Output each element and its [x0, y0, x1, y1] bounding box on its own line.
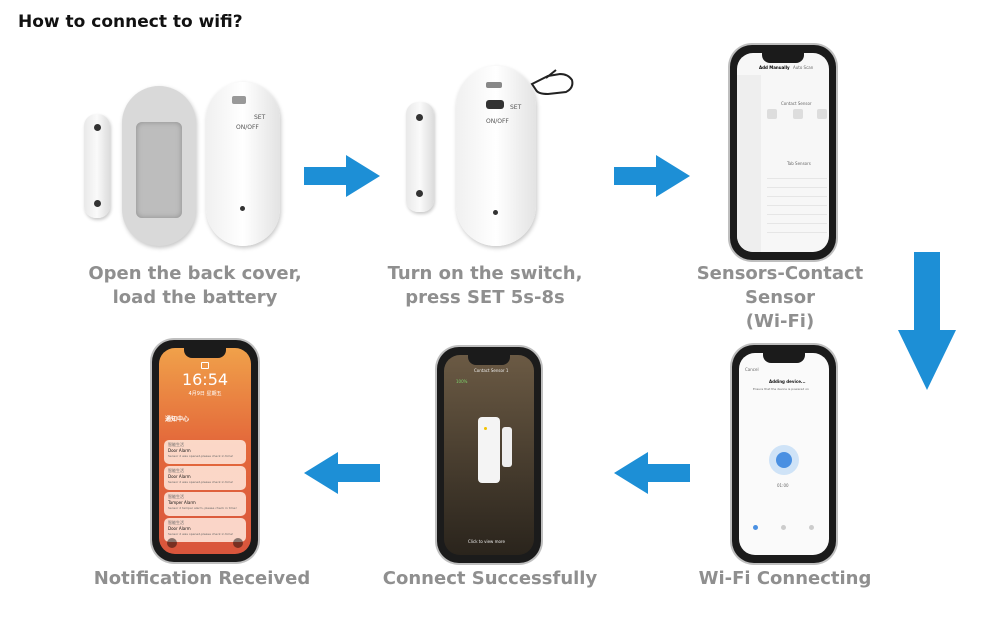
arrow-left-icon	[304, 452, 380, 494]
step-4-caption: Wi-Fi Connecting	[698, 568, 872, 589]
arrow-right-icon	[614, 155, 690, 197]
notification-card[interactable]: 智能生活 Door Alarm Sensor 2 was opened,plea…	[164, 518, 246, 542]
notification-card[interactable]: 智能生活 Door Alarm Sensor 2 was opened,plea…	[164, 440, 246, 464]
battery-compartment	[136, 122, 182, 218]
notification-card[interactable]: 智能生活 Door Alarm Sensor 2 was opened,plea…	[164, 466, 246, 490]
step-3-caption: Sensors-Contact Sensor (Wi-Fi)	[696, 263, 864, 332]
camera-icon[interactable]	[233, 538, 243, 548]
hand-press-icon	[530, 69, 574, 96]
step-6-caption: Notification Received	[93, 568, 311, 589]
arrow-right-icon	[304, 155, 380, 197]
step-2-illustration: SET ON/OFF	[400, 62, 580, 252]
door-sensor-image	[478, 417, 500, 483]
power-switch	[486, 100, 504, 109]
magnet-bar	[84, 114, 110, 218]
phone-add-device: Add Manually Auto Scan Contact Sensor Ta…	[730, 45, 836, 260]
step-5-caption: Connect Successfully	[382, 568, 598, 589]
lock-icon	[201, 362, 209, 369]
phone-wifi-connecting: Cancel Adding device... Ensure that the …	[732, 345, 836, 563]
back-cover: SET ON/OFF	[206, 82, 280, 246]
notification-card[interactable]: 智能生活 Tamper Alarm Sensor 2 tamper alarm,…	[164, 492, 246, 516]
sensor-body-switch: SET ON/OFF	[456, 66, 536, 246]
category-sidebar	[737, 75, 761, 252]
step-1-illustration: SET ON/OFF	[80, 80, 290, 250]
lock-date: 4月9日 星期五	[188, 391, 222, 397]
sensor-body-open	[122, 86, 196, 246]
magnet-bar	[406, 102, 434, 212]
flashlight-icon[interactable]	[167, 538, 177, 548]
view-more-link[interactable]: Click to view more	[468, 539, 505, 544]
lock-time: 16:54	[181, 370, 229, 389]
onoff-label: ON/OFF	[236, 124, 259, 131]
step-2-caption: Turn on the switch, press SET 5s-8s	[387, 263, 583, 308]
step-1-caption: Open the back cover, load the battery	[88, 263, 302, 308]
page-title: How to connect to wifi?	[18, 12, 243, 32]
phone-connect-success: Contact Sensor 1 100% Click to view more	[437, 347, 541, 563]
arrow-down-icon	[898, 252, 956, 390]
set-label: SET	[254, 114, 266, 121]
arrow-left-icon	[614, 452, 690, 494]
notification-center-label: 通知中心	[165, 416, 190, 423]
phone-lock-screen: 16:54 4月9日 星期五 通知中心 智能生活 Door Alarm Sens…	[152, 340, 258, 562]
searching-icon	[769, 445, 799, 475]
